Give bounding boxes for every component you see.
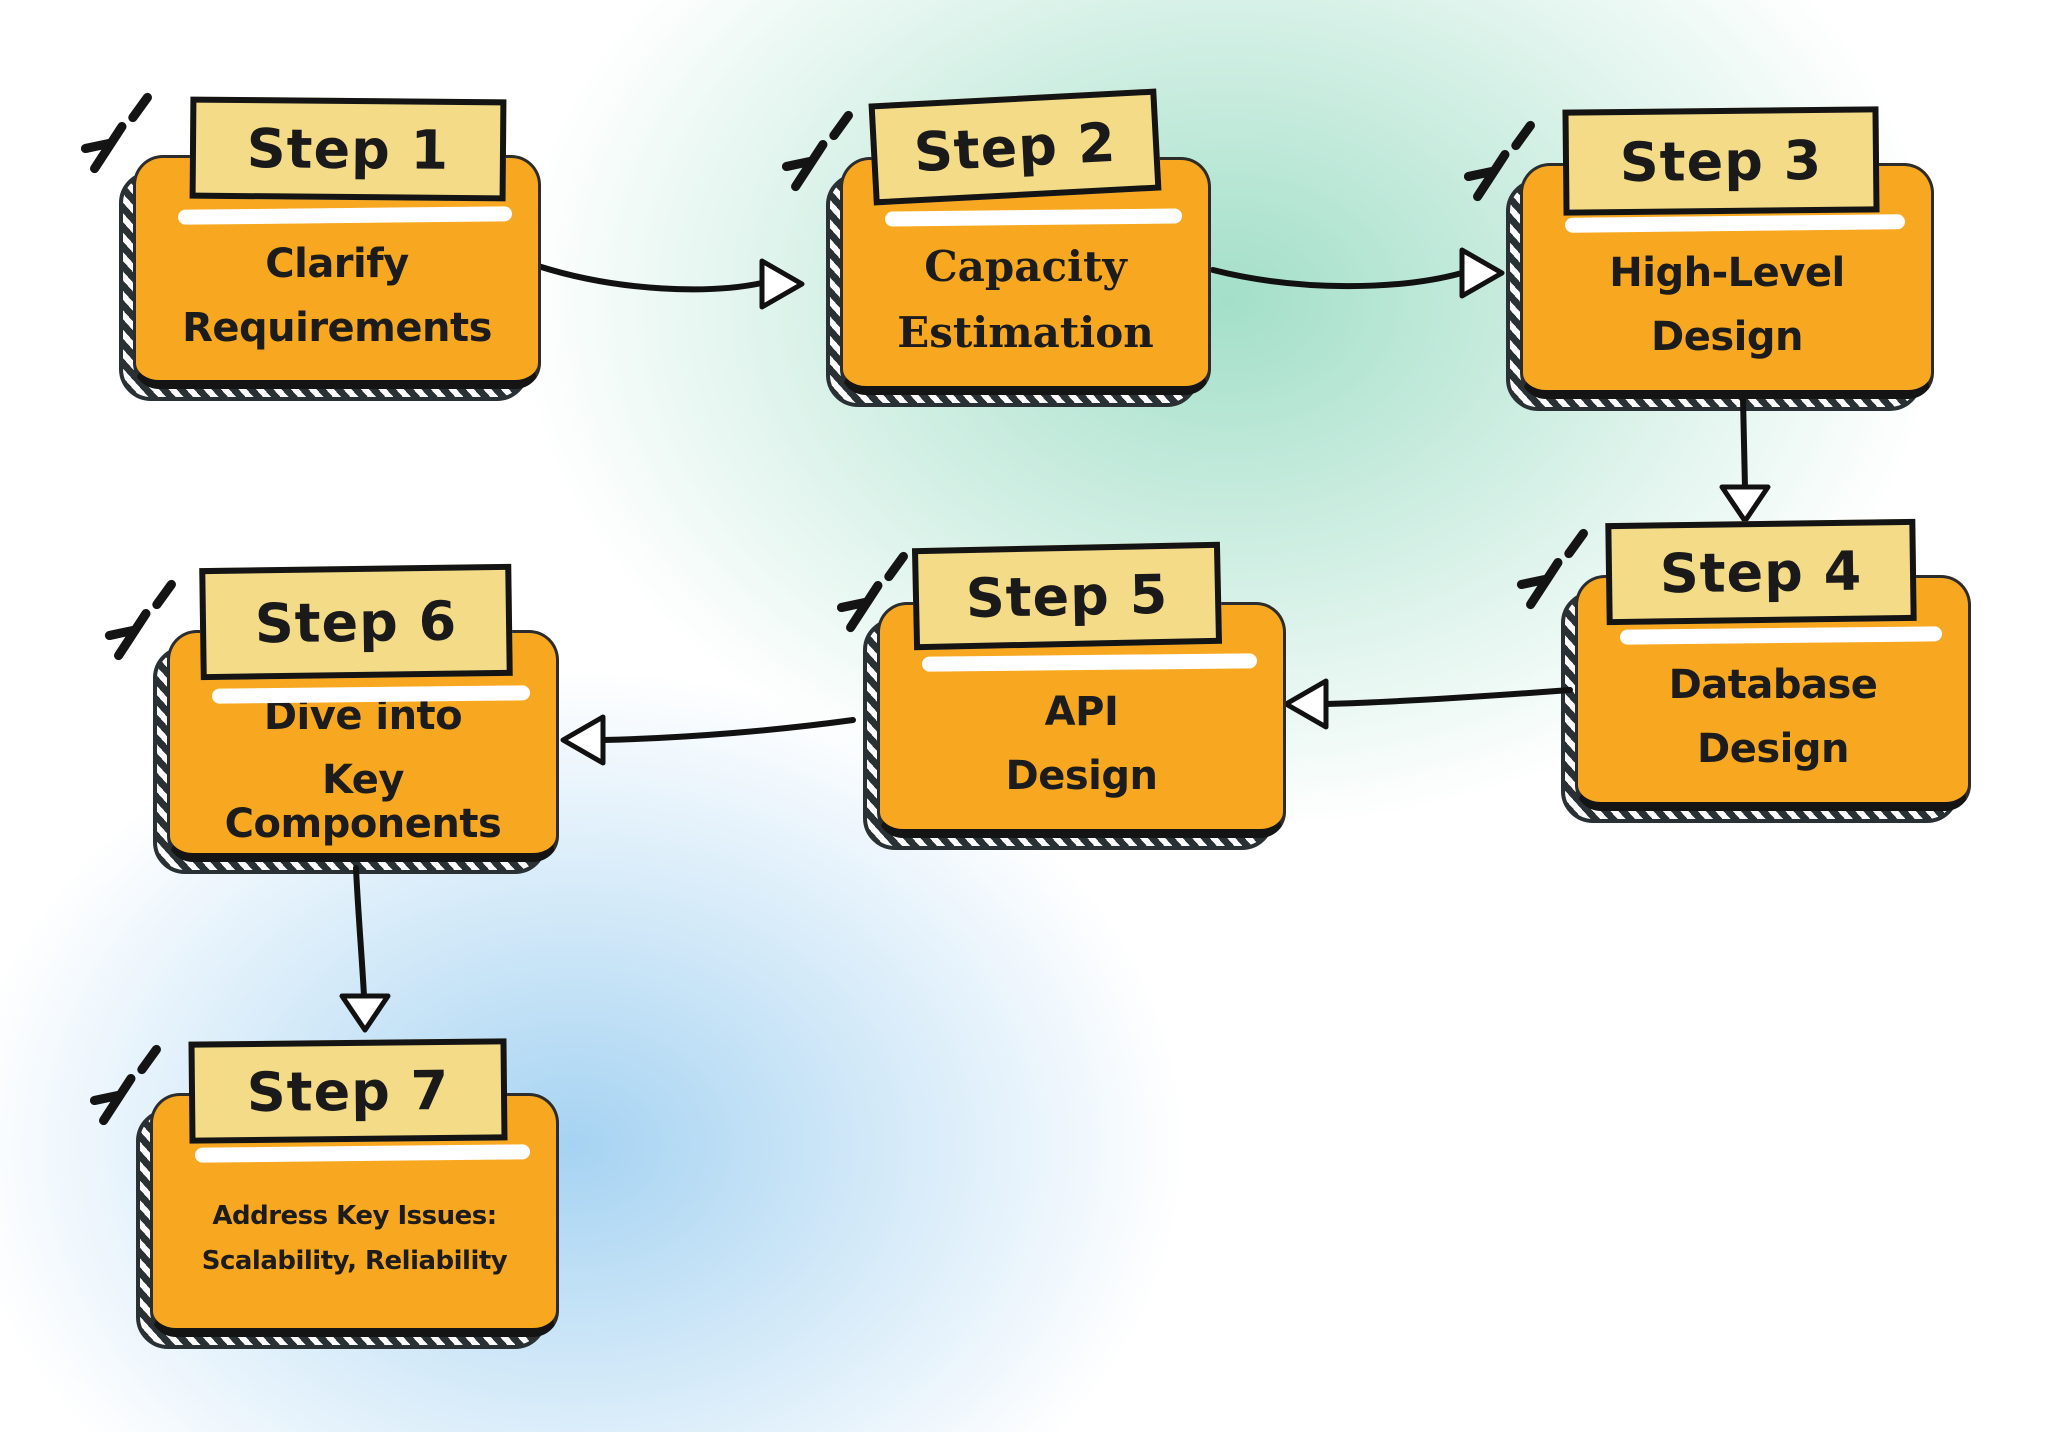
sparkle-icon — [1463, 120, 1535, 202]
step-6-badge-text: Step 6 — [254, 589, 458, 655]
step-4-badge: Step 4 — [1605, 518, 1917, 626]
title-line: Scalability, Reliability — [201, 1246, 508, 1276]
step-3-badge-text: Step 3 — [1619, 128, 1823, 194]
step-2-badge: Step 2 — [868, 88, 1162, 206]
step-1-badge: Step 1 — [189, 96, 507, 202]
arrow-step2-step3 — [1210, 247, 1505, 299]
title-line: Key Components — [224, 757, 502, 847]
sparkle-icon — [89, 1044, 161, 1126]
step-7-badge: Step 7 — [188, 1038, 508, 1144]
title-line: Database — [1668, 662, 1878, 708]
step-5-title: API Design — [888, 669, 1275, 819]
arrow-step3-step4 — [1719, 395, 1771, 524]
step-7-card: Step 7 Address Key Issues: Scalability, … — [89, 1038, 559, 1349]
sparkle-icon — [836, 551, 908, 633]
step-4-card: Step 4 Database Design — [1516, 518, 1971, 823]
title-line: API — [1044, 689, 1119, 735]
sparkle-icon — [80, 92, 152, 174]
step-6-title: Dive into Key Components — [178, 694, 548, 847]
sparkle-icon — [104, 579, 176, 661]
step-4-title: Database Design — [1586, 642, 1960, 792]
step-1-badge-text: Step 1 — [246, 116, 450, 182]
step-3-badge: Step 3 — [1562, 106, 1880, 216]
title-line: Clarify — [265, 241, 409, 287]
step-4-badge-text: Step 4 — [1659, 539, 1863, 605]
step-2-title: Capacity Estimation — [851, 224, 1200, 376]
arrow-step6-step7 — [339, 865, 391, 1033]
step-7-title: Address Key Issues: Scalability, Reliabi… — [161, 1160, 548, 1318]
step-6-badge: Step 6 — [199, 563, 513, 681]
label-underline — [884, 208, 1183, 227]
arrow-step5-step6 — [560, 714, 856, 766]
title-line: High-Level — [1609, 250, 1845, 296]
title-line: Capacity — [924, 241, 1127, 291]
step-2-card: Step 2 Capacity Estimation — [781, 88, 1211, 407]
step-5-badge-text: Step 5 — [965, 562, 1169, 630]
step-2-badge-text: Step 2 — [912, 110, 1118, 184]
step-5-badge: Step 5 — [911, 541, 1223, 651]
title-line: Design — [1697, 726, 1849, 772]
title-line: Design — [1651, 314, 1803, 360]
step-1-card: Step 1 Clarify Requirements — [80, 92, 541, 401]
arrow-step1-step2 — [535, 258, 805, 310]
sparkle-icon — [781, 110, 853, 192]
sparkle-icon — [1516, 528, 1588, 610]
step-6-card: Step 6 Dive into Key Components — [104, 563, 559, 874]
step-1-title: Clarify Requirements — [144, 222, 530, 370]
step-3-card: Step 3 High-Level Design — [1463, 106, 1934, 411]
title-line: Address Key Issues: — [212, 1201, 497, 1232]
step-5-card: Step 5 API Design — [836, 541, 1286, 850]
title-line: Estimation — [897, 308, 1154, 357]
step-7-badge-text: Step 7 — [246, 1058, 450, 1124]
step-3-title: High-Level Design — [1531, 230, 1923, 380]
arrow-step4-step5 — [1283, 678, 1573, 730]
title-line: Requirements — [182, 305, 492, 351]
title-line: Design — [1005, 753, 1158, 799]
